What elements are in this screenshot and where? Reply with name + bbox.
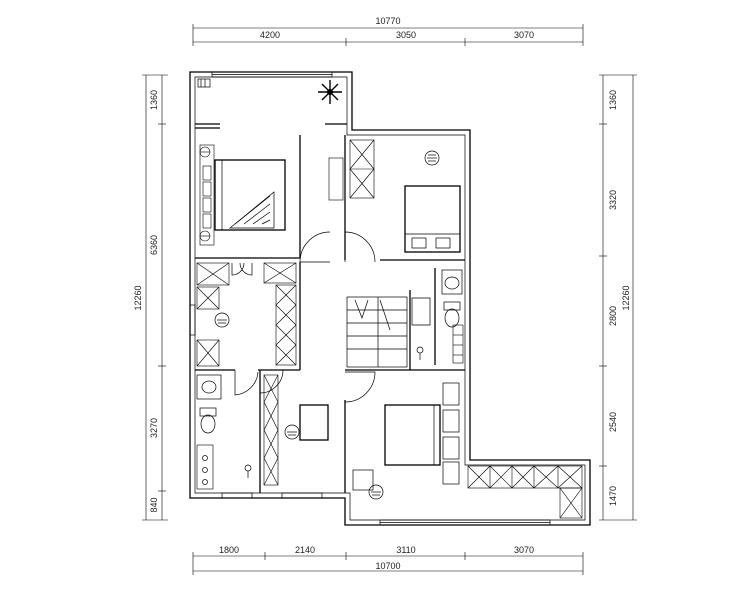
corridor-closets xyxy=(196,262,297,367)
corridor-chair-icon xyxy=(214,312,230,328)
dim-left-seg-4: 840 xyxy=(149,497,159,512)
staircase xyxy=(346,296,408,368)
dim-right-total: 12260 xyxy=(621,285,631,310)
study-desk xyxy=(299,404,329,441)
sink xyxy=(441,269,463,295)
balcony xyxy=(197,78,342,104)
dim-right-seg-3: 2800 xyxy=(608,306,618,326)
master-bedroom xyxy=(199,144,286,246)
south-bed xyxy=(384,404,441,466)
dim-bottom-total: 10700 xyxy=(375,561,400,571)
chair-icon xyxy=(424,150,440,166)
dim-left-total: 12260 xyxy=(133,285,143,310)
door-ne-bedroom xyxy=(344,231,376,263)
master-bed xyxy=(214,159,286,231)
left-toilet-icon xyxy=(199,407,217,434)
dimension-bottom: 1800 2140 3110 3070 10700 xyxy=(192,545,584,575)
ne-bed xyxy=(404,185,461,253)
dim-top-seg-1: 4200 xyxy=(260,30,280,40)
dim-top-total: 10770 xyxy=(375,16,400,26)
bathroom-left xyxy=(196,374,252,490)
south-chair-icon xyxy=(368,484,384,500)
dim-left-seg-1: 1360 xyxy=(149,90,159,110)
window-study xyxy=(281,492,323,499)
dim-bottom-seg-4: 3070 xyxy=(514,545,534,555)
toilet-icon xyxy=(443,301,461,328)
window-bathroom xyxy=(221,492,253,499)
dimension-right: 1360 3320 2800 2540 1470 12260 xyxy=(599,74,637,521)
dim-left-seg-2: 6360 xyxy=(149,235,159,255)
dim-right-seg-5: 1470 xyxy=(608,486,618,506)
exterior-walls xyxy=(189,71,591,526)
dim-bottom-seg-3: 3110 xyxy=(396,545,415,555)
door-bathroom xyxy=(234,370,259,396)
dim-right-seg-1: 1360 xyxy=(608,90,618,110)
dim-top-seg-2: 3050 xyxy=(396,30,416,40)
door-south-bedroom xyxy=(344,371,376,403)
left-sink xyxy=(196,374,222,400)
window-west xyxy=(189,304,196,336)
dimension-left: 1360 6360 3270 840 12260 xyxy=(133,74,168,521)
se-cabinets xyxy=(467,465,583,519)
bathroom-right xyxy=(411,269,464,364)
study-chair-icon xyxy=(284,424,300,440)
dimension-top: 10770 4200 3050 3070 xyxy=(192,16,584,46)
study xyxy=(263,374,329,486)
dim-right-seg-2: 3320 xyxy=(608,190,618,210)
ne-bedroom xyxy=(328,139,461,253)
wardrobe xyxy=(199,144,215,246)
plant-icon xyxy=(318,80,342,104)
dim-top-seg-3: 3070 xyxy=(514,30,534,40)
dim-bottom-seg-2: 2140 xyxy=(295,545,315,555)
door-master xyxy=(299,231,331,263)
south-bedroom xyxy=(352,382,460,500)
interior-walls xyxy=(195,123,465,493)
dim-left-seg-3: 3270 xyxy=(149,418,159,438)
dim-bottom-seg-1: 1800 xyxy=(219,545,239,555)
windows xyxy=(189,71,551,526)
dim-right-seg-4: 2540 xyxy=(608,412,618,432)
